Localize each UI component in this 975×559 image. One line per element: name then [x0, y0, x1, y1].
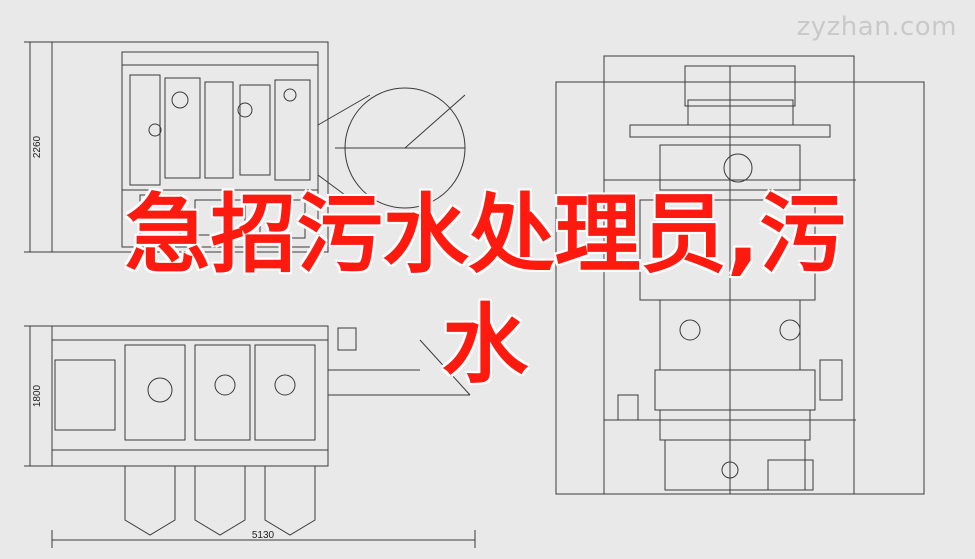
dimension-top-height: 2260 — [32, 135, 43, 158]
dimension-overall-length: 5130 — [252, 530, 275, 541]
top-elevation-view — [24, 41, 466, 253]
site-watermark: zyzhan.com — [796, 12, 957, 42]
front-elevation-view — [555, 55, 925, 495]
headline-line-2: 水 — [442, 295, 528, 395]
headline: 急招污水处理员,污 水 — [20, 180, 950, 400]
dimension-bottom-height: 1800 — [32, 384, 43, 407]
headline-line-1: 急招污水处理员,污 — [124, 185, 846, 285]
plan-view — [24, 325, 476, 548]
